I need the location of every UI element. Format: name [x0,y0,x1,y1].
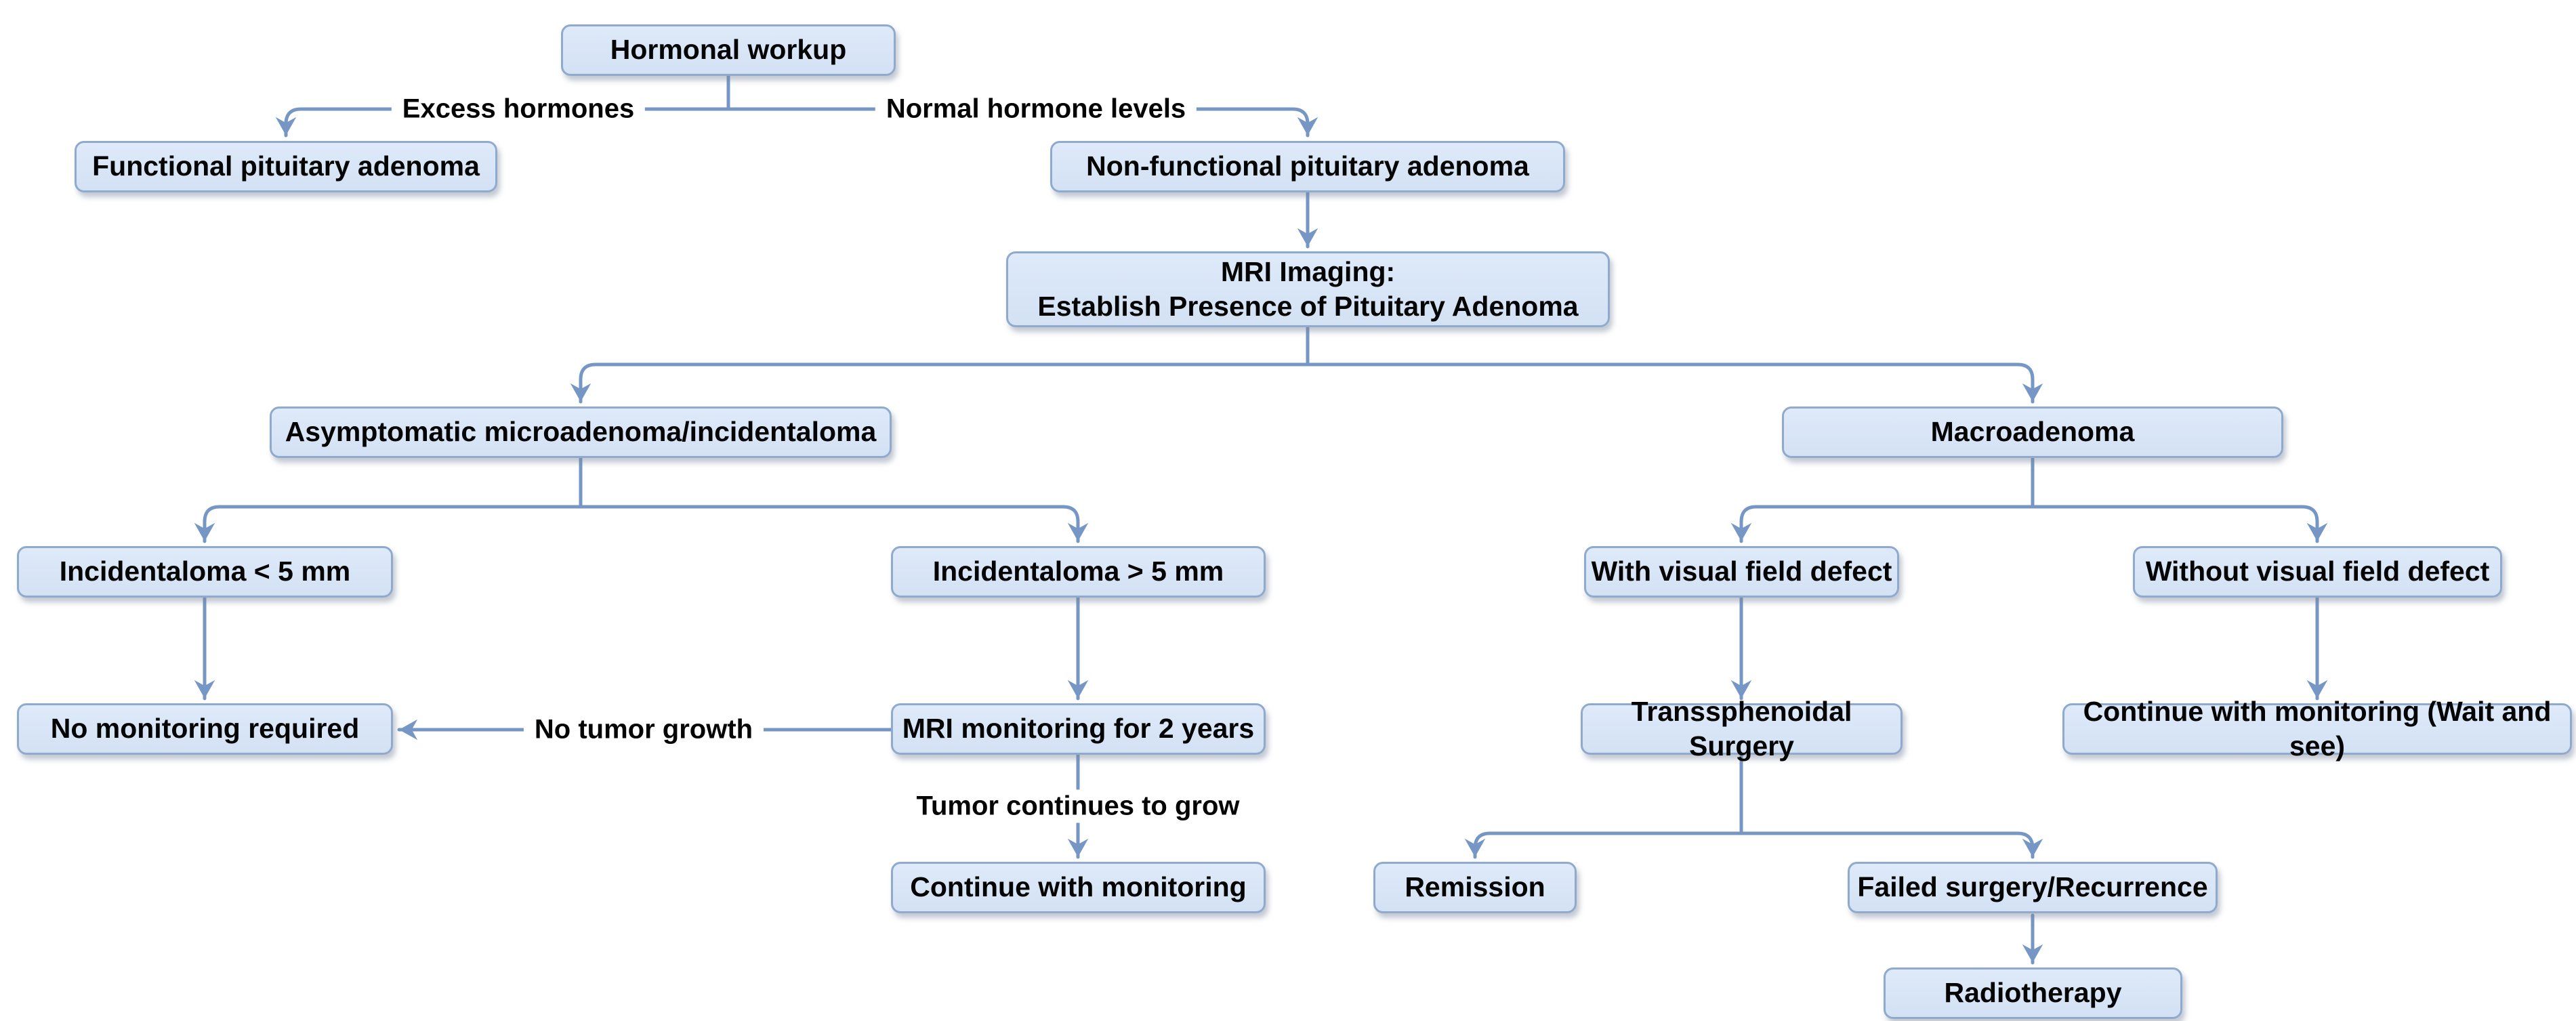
node-label: Remission [1405,871,1545,903]
node-radiotherapy: Radiotherapy [1884,967,2182,1019]
node-label: Asymptomatic microadenoma/incidentaloma [285,416,877,448]
node-hormonal-workup: Hormonal workup [561,24,896,76]
edge-mri-to-macroadenoma [1306,362,2043,404]
node-label: Without visual field defect [2145,556,2490,587]
node-remission: Remission [1373,862,1577,913]
node-label: Hormonal workup [610,34,847,66]
node-label: MRI Imaging: Establish Presence of Pitui… [1037,255,1579,322]
edge-label-no-tumor-growth: No tumor growth [523,713,764,747]
node-transsphenoidal-surgery: Transsphenoidal Surgery [1581,696,1903,762]
node-label: Functional pituitary adenoma [92,150,480,182]
node-label: Continue with monitoring (Wait and see) [2083,695,2552,762]
edge-asymptomatic-to-gt5 [579,505,1089,543]
edge-surgery-to-remission [1464,831,1743,859]
node-without-visual-field-defect: Without visual field defect [2133,546,2502,598]
node-label: MRI monitoring for 2 years [902,713,1255,745]
node-nonfunctional-adenoma: Non-functional pituitary adenoma [1050,141,1565,192]
node-mri-monitoring-2-years: MRI monitoring for 2 years [891,703,1266,755]
node-no-monitoring-required: No monitoring required [17,703,393,755]
node-label: Continue with monitoring [910,871,1247,903]
edge-macro-to-withvfd [1730,505,2035,543]
node-with-visual-field-defect: With visual field defect [1584,546,1899,598]
node-failed-surgery-recurrence: Failed surgery/Recurrence [1848,862,2218,913]
node-label: Radiotherapy [1944,977,2122,1009]
edge-macro-to-withoutvfd [2031,505,2328,543]
node-continue-monitoring-wait-and-see: Continue with monitoring (Wait and see) [2062,696,2572,762]
node-label: Incidentaloma > 5 mm [932,556,1224,587]
node-continue-with-monitoring: Continue with monitoring [891,862,1266,913]
edge-label-excess-hormones: Excess hormones [391,92,646,126]
node-incidentaloma-under-5mm: Incidentaloma < 5 mm [17,546,393,598]
node-label: With visual field defect [1591,556,1892,587]
node-label: Failed surgery/Recurrence [1857,871,2208,903]
edge-asymptomatic-to-lt5 [194,505,583,543]
node-label: No monitoring required [50,713,360,745]
node-asymptomatic-microadenoma: Asymptomatic microadenoma/incidentaloma [270,407,892,458]
edge-excess-to-functional [275,107,730,138]
edge-mri-to-asymptomatic [570,362,1310,404]
edge-surgery-to-failed [1739,831,2043,859]
node-functional-adenoma: Functional pituitary adenoma [75,141,497,192]
edge-normal-to-nonfunctional [726,107,1318,138]
node-mri-imaging: MRI Imaging: Establish Presence of Pitui… [1006,251,1610,327]
node-label: Macroadenoma [1930,416,2135,448]
node-macroadenoma: Macroadenoma [1782,407,2283,458]
edge-label-normal-hormone-levels: Normal hormone levels [875,92,1197,126]
node-label: Transsphenoidal Surgery [1631,695,1852,762]
edge-label-tumor-continues-to-grow: Tumor continues to grow [905,789,1251,823]
node-label: Non-functional pituitary adenoma [1086,150,1529,182]
node-incidentaloma-over-5mm: Incidentaloma > 5 mm [891,546,1266,598]
node-label: Incidentaloma < 5 mm [59,556,351,587]
